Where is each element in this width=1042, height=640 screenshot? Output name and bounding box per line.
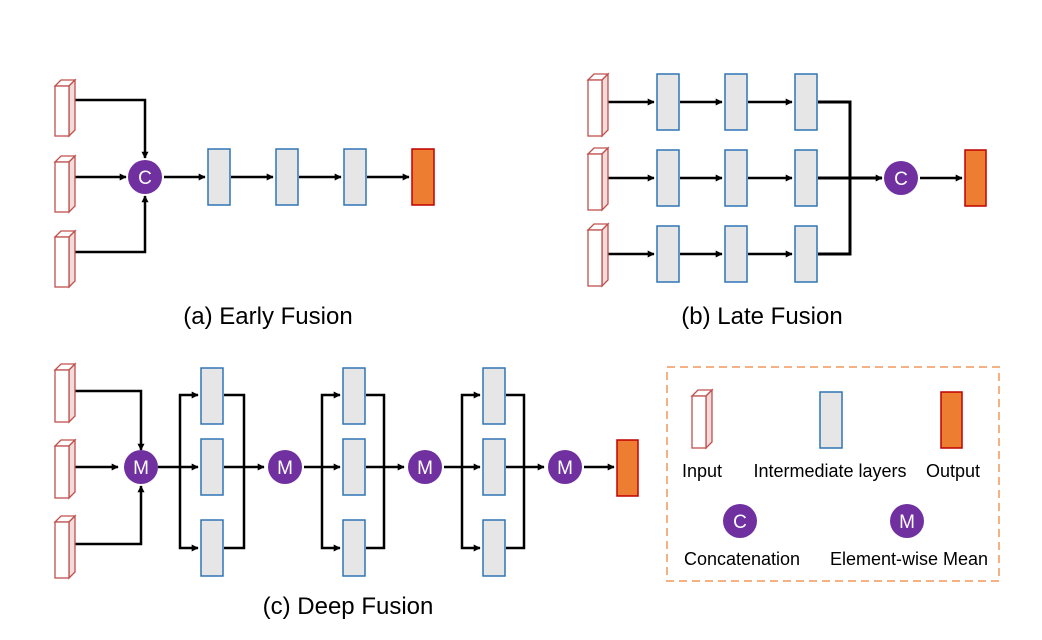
intermediate-layer bbox=[482, 367, 506, 425]
legend-input-symbol bbox=[690, 388, 714, 450]
element-wise-mean-node: M bbox=[408, 450, 442, 484]
late-fusion-caption: (b) Late Fusion bbox=[681, 303, 842, 330]
intermediate-layer bbox=[343, 148, 367, 206]
deep-fusion-panel: M M M M (c) Deep Fusion bbox=[53, 362, 639, 620]
concatenation-node-label: C bbox=[138, 168, 152, 189]
input-block bbox=[53, 154, 77, 214]
intermediate-layer bbox=[200, 438, 224, 496]
intermediate-layer bbox=[724, 73, 748, 131]
intermediate-layer bbox=[482, 438, 506, 496]
deep-fusion-connectors bbox=[73, 389, 615, 552]
output-block bbox=[616, 439, 639, 497]
early-fusion-panel: C (a) Early Fusion bbox=[53, 78, 435, 330]
deep-fusion-caption: (c) Deep Fusion bbox=[263, 593, 434, 620]
intermediate-layer bbox=[656, 149, 680, 207]
input-block bbox=[53, 438, 77, 500]
input-block bbox=[586, 146, 610, 212]
concatenation-node-label: C bbox=[894, 169, 908, 190]
legend-concatenation-label: Concatenation bbox=[684, 549, 800, 569]
intermediate-layer bbox=[275, 148, 299, 206]
legend-input-label: Input bbox=[682, 461, 722, 481]
intermediate-layer bbox=[656, 225, 680, 283]
legend-concatenation-symbol: C bbox=[723, 504, 757, 538]
legend-output-symbol bbox=[940, 391, 963, 449]
element-wise-mean-node: M bbox=[548, 450, 582, 484]
intermediate-layer bbox=[794, 73, 818, 131]
element-wise-mean-node: M bbox=[124, 450, 158, 484]
input-block bbox=[53, 514, 77, 580]
intermediate-layer bbox=[342, 519, 366, 577]
intermediate-layer bbox=[207, 148, 231, 206]
intermediate-layer bbox=[200, 519, 224, 577]
intermediate-layer bbox=[342, 438, 366, 496]
early-fusion-caption: (a) Early Fusion bbox=[183, 303, 352, 330]
legend-mean-label: Element-wise Mean bbox=[830, 549, 988, 569]
legend-output-label: Output bbox=[926, 461, 980, 481]
early-fusion-connectors bbox=[73, 98, 410, 254]
output-block bbox=[411, 148, 435, 206]
input-block bbox=[586, 222, 610, 288]
input-block bbox=[586, 72, 610, 138]
mean-node-label: M bbox=[557, 458, 573, 479]
output-block bbox=[964, 149, 987, 207]
intermediate-layer bbox=[724, 149, 748, 207]
input-block bbox=[53, 229, 77, 289]
element-wise-mean-node: M bbox=[268, 450, 302, 484]
concatenation-node: C bbox=[128, 160, 162, 194]
legend-mean-node-label: M bbox=[899, 512, 915, 533]
legend-intermediate-label: Intermediate layers bbox=[753, 461, 906, 481]
legend-box: Input Intermediate layers Output C M Con… bbox=[666, 366, 1000, 582]
intermediate-layer bbox=[656, 73, 680, 131]
intermediate-layer bbox=[342, 367, 366, 425]
mean-node-label: M bbox=[133, 458, 149, 479]
mean-node-label: M bbox=[277, 458, 293, 479]
intermediate-layer bbox=[794, 225, 818, 283]
mean-node-label: M bbox=[417, 458, 433, 479]
input-block bbox=[53, 362, 77, 424]
legend-intermediate-symbol bbox=[819, 391, 843, 449]
legend-mean-symbol: M bbox=[890, 504, 924, 538]
late-fusion-connectors bbox=[607, 98, 963, 258]
intermediate-layer bbox=[794, 149, 818, 207]
intermediate-layer bbox=[724, 225, 748, 283]
late-fusion-panel: C (b) Late Fusion bbox=[586, 72, 987, 330]
legend-concatenation-node-label: C bbox=[733, 512, 747, 533]
intermediate-layer bbox=[482, 519, 506, 577]
input-block bbox=[53, 78, 77, 138]
concatenation-node: C bbox=[884, 161, 918, 195]
intermediate-layer bbox=[200, 367, 224, 425]
